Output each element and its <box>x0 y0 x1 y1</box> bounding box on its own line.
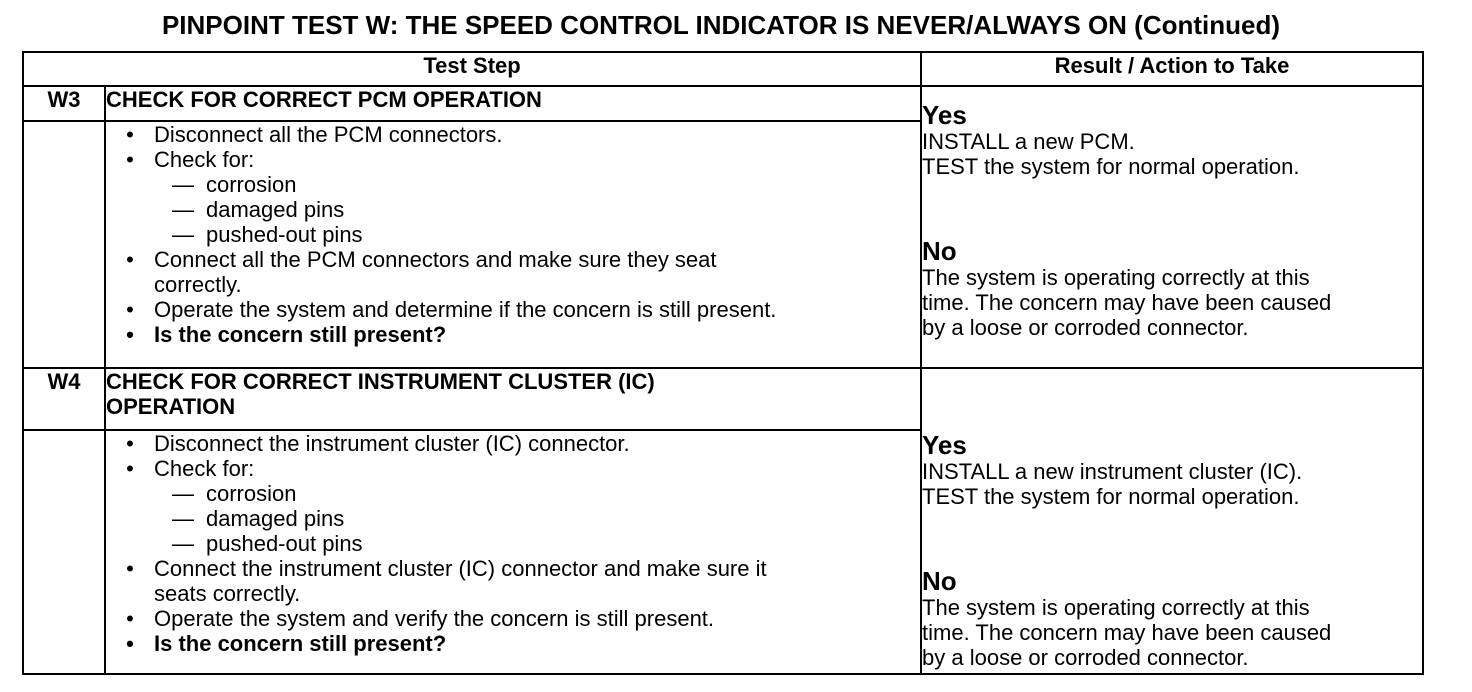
sub-list-item: —damaged pins <box>106 506 920 531</box>
no-action: by a loose or corroded connector. <box>922 315 1249 340</box>
step-id-spacer <box>22 429 106 675</box>
step-w3-result: Yes INSTALL a new PCM. TEST the system f… <box>920 85 1425 369</box>
bullet-icon: • <box>126 431 134 456</box>
dash-icon: — <box>172 506 194 531</box>
dash-icon: — <box>172 222 194 247</box>
step-w3-body-row: •Disconnect all the PCM connectors. •Che… <box>22 120 1423 369</box>
list-item-continued: seats correctly. <box>154 581 301 606</box>
dash-icon: — <box>172 481 194 506</box>
step-w3-instructions: •Disconnect all the PCM connectors. •Che… <box>103 120 923 369</box>
header-row: Test Step Result / Action to Take <box>21 51 1425 87</box>
no-action: time. The concern may have been caused <box>922 620 1332 645</box>
bullet-icon: • <box>126 606 134 631</box>
sub-list-item: —corrosion <box>106 481 920 506</box>
no-label: No <box>922 236 957 266</box>
list-item-question: •Is the concern still present? <box>106 631 920 656</box>
bullet-icon: • <box>126 147 134 172</box>
step-id: W4 <box>22 367 106 431</box>
list-item-question: •Is the concern still present? <box>106 322 920 347</box>
bullet-icon: • <box>126 297 134 322</box>
list-item: •Check for: <box>106 147 920 172</box>
list-item: •Connect the instrument cluster (IC) con… <box>106 556 920 581</box>
step-w3-title-row: W3 CHECK FOR CORRECT PCM OPERATION Yes I… <box>22 85 1425 369</box>
no-action: The system is operating correctly at thi… <box>922 265 1310 290</box>
header-test-step: Test Step <box>21 51 923 87</box>
step-id: W3 <box>22 85 106 122</box>
pinpoint-test-table: Test Step Result / Action to Take W3 CHE… <box>21 51 1425 675</box>
no-action: by a loose or corroded connector. <box>922 645 1249 670</box>
sub-list-item: —corrosion <box>106 172 920 197</box>
step-title: CHECK FOR CORRECT PCM OPERATION <box>103 85 923 122</box>
no-action: The system is operating correctly at thi… <box>922 595 1310 620</box>
sub-list-item: —pushed-out pins <box>106 222 920 247</box>
dash-icon: — <box>172 531 194 556</box>
step-w4-body-row: •Disconnect the instrument cluster (IC) … <box>22 429 1423 675</box>
bullet-icon: • <box>126 556 134 581</box>
list-item: •Operate the system and determine if the… <box>106 297 920 322</box>
yes-action: TEST the system for normal operation. <box>922 154 1300 179</box>
list-item-continued: correctly. <box>154 272 242 297</box>
step-w4-instructions: •Disconnect the instrument cluster (IC) … <box>103 429 923 675</box>
no-label: No <box>922 566 957 596</box>
step-title: CHECK FOR CORRECT INSTRUMENT CLUSTER (IC… <box>103 367 923 431</box>
sub-list-item: —damaged pins <box>106 197 920 222</box>
header-result-action: Result / Action to Take <box>920 51 1425 87</box>
yes-action: INSTALL a new PCM. <box>922 129 1135 154</box>
step-w4-result: Yes INSTALL a new instrument cluster (IC… <box>920 367 1425 675</box>
no-action: time. The concern may have been caused <box>922 290 1332 315</box>
step-w4-title-row: W4 CHECK FOR CORRECT INSTRUMENT CLUSTER … <box>22 367 1425 675</box>
dash-icon: — <box>172 197 194 222</box>
page-title: PINPOINT TEST W: THE SPEED CONTROL INDIC… <box>161 10 1281 40</box>
list-item: •Check for: <box>106 456 920 481</box>
yes-action: INSTALL a new instrument cluster (IC). <box>922 459 1303 484</box>
yes-label: Yes <box>922 430 967 460</box>
list-item: •Connect all the PCM connectors and make… <box>106 247 920 272</box>
list-item: •Disconnect all the PCM connectors. <box>106 122 920 147</box>
bullet-icon: • <box>126 247 134 272</box>
sub-list-item: —pushed-out pins <box>106 531 920 556</box>
bullet-icon: • <box>126 456 134 481</box>
yes-label: Yes <box>922 100 967 130</box>
step-id-spacer <box>22 120 106 369</box>
bullet-icon: • <box>126 631 134 656</box>
bullet-icon: • <box>126 122 134 147</box>
list-item: •Operate the system and verify the conce… <box>106 606 920 631</box>
dash-icon: — <box>172 172 194 197</box>
list-item: •Disconnect the instrument cluster (IC) … <box>106 431 920 456</box>
bullet-icon: • <box>126 322 134 347</box>
yes-action: TEST the system for normal operation. <box>922 484 1300 509</box>
